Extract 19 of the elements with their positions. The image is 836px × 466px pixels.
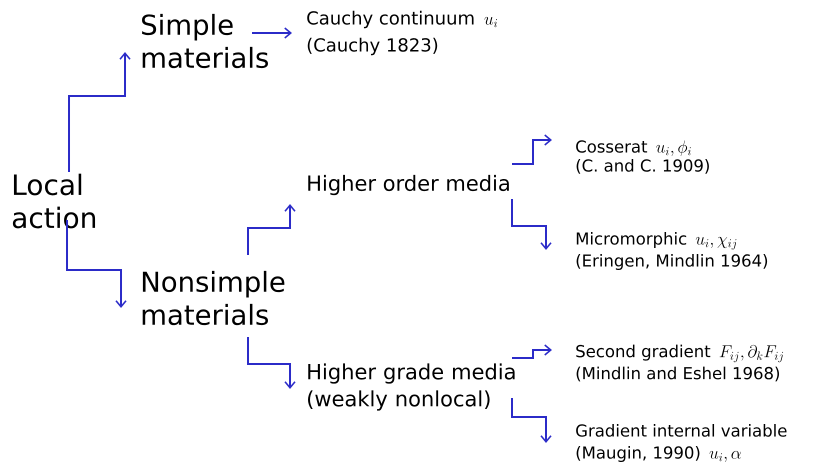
model-label: Micromorphic $u_{i},\chi_{ij}$ (Eringen, Mindlin 1964) [576, 232, 768, 270]
arrow [511, 199, 552, 250]
class-label: Higher order media [308, 174, 509, 196]
model-label: Cosserat $u_{i},\phi_{i}$ (C. and C. 1909) [576, 140, 709, 174]
arrow [66, 220, 127, 308]
model-label: Cauchy continuum $u_{i}$ (Cauchy 1823) [307, 10, 498, 56]
arrow [512, 134, 552, 165]
arrow [247, 337, 296, 389]
arrow [511, 398, 552, 443]
class-label: Higher grade media (weakly nonlocal) [308, 363, 515, 411]
arrow [252, 27, 292, 39]
category-label: Simple materials [142, 14, 268, 68]
root-label: Local action [12, 174, 96, 228]
arrow [512, 344, 552, 359]
model-label: Gradient internal variable (Maugin, 1990) $u_{i},\alpha$ [576, 424, 787, 462]
category-label: Nonsimple materials [142, 270, 284, 326]
model-label: Second gradient $F_{ij},\partial_{k}F_{ij}$ (Mindlin and Eshel 1968) [576, 344, 784, 382]
arrow [247, 204, 296, 255]
arrow [68, 52, 131, 172]
